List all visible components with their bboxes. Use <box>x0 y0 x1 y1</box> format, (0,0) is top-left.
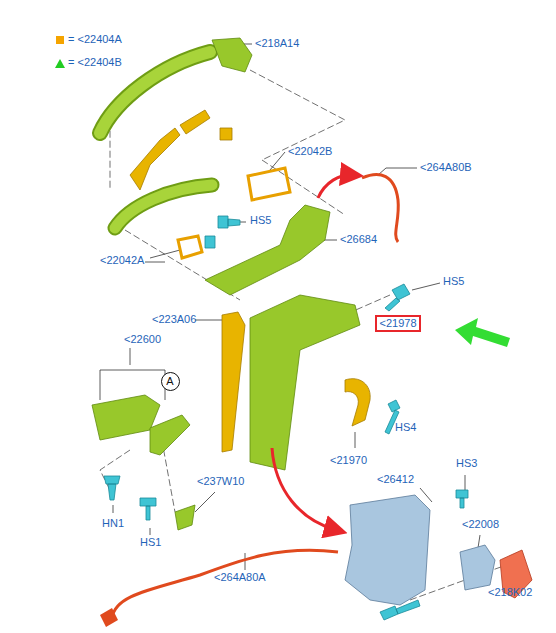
cable <box>362 174 398 242</box>
part-number: <22042A <box>100 254 144 267</box>
cable <box>112 550 338 618</box>
part-number: <237W10 <box>197 475 244 488</box>
handle-cap <box>212 38 252 72</box>
fastener-code: HS4 <box>395 421 416 434</box>
handle-base <box>115 185 212 228</box>
assembly-lines <box>100 45 520 600</box>
fastener-code: HN1 <box>102 517 124 530</box>
part-number: <218K02 <box>488 586 532 599</box>
part-number: <22008 <box>462 518 499 531</box>
legend-text: = <22404A <box>68 33 122 46</box>
part-number: <21978 <box>379 317 416 330</box>
reinforcement-panel <box>250 295 360 470</box>
gasket <box>248 168 290 200</box>
legend-swatch <box>56 36 64 44</box>
fastener-code: HS3 <box>456 457 477 470</box>
legend-text: = <22404B <box>68 56 122 69</box>
highlight-arrow <box>455 318 510 347</box>
part-number: <22042B <box>288 145 332 158</box>
callout-letter: A <box>166 375 173 388</box>
handle-insert <box>130 128 180 190</box>
callout-circle: A <box>161 372 180 391</box>
trim-strip <box>222 312 245 452</box>
part-number: <26684 <box>340 233 377 246</box>
part-number: <264A80A <box>214 571 266 584</box>
direction-arrow <box>272 448 336 530</box>
part-number: <223A06 <box>152 313 196 326</box>
part-number: <22600 <box>124 333 161 346</box>
direction-arrow <box>318 175 352 198</box>
legend-triangle <box>55 59 65 68</box>
handle-carrier <box>205 205 330 295</box>
part-number: <21970 <box>330 454 367 467</box>
part-number: <26412 <box>377 473 414 486</box>
fastener-code: HS1 <box>140 536 161 549</box>
part-number: <218A14 <box>255 37 299 50</box>
leader-lines <box>100 44 510 595</box>
latch-plate <box>460 545 495 590</box>
gasket <box>178 236 202 258</box>
fastener-code: HS5 <box>443 275 464 288</box>
fastener-code: HS5 <box>250 214 271 227</box>
cover <box>175 505 195 530</box>
bracket <box>345 379 370 426</box>
door-latch <box>345 495 430 605</box>
highlight-box: <21978 <box>375 315 420 332</box>
screw <box>104 216 468 620</box>
part-number: <264A80B <box>420 161 472 174</box>
